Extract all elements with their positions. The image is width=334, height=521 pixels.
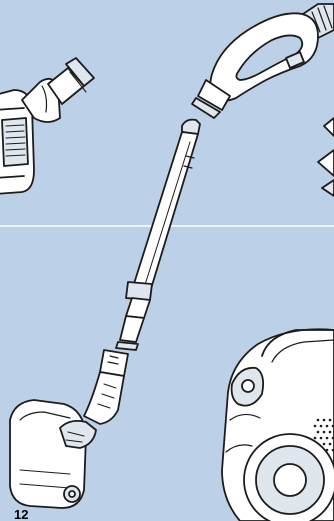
page-number: 12	[14, 507, 29, 521]
floor-brush	[0, 57, 95, 195]
hose-handle	[191, 3, 334, 119]
vacuum-body	[221, 328, 334, 521]
partial-accessory	[317, 117, 334, 197]
carpet-floor-nozzle	[9, 349, 129, 509]
telescopic-tube	[115, 118, 201, 351]
